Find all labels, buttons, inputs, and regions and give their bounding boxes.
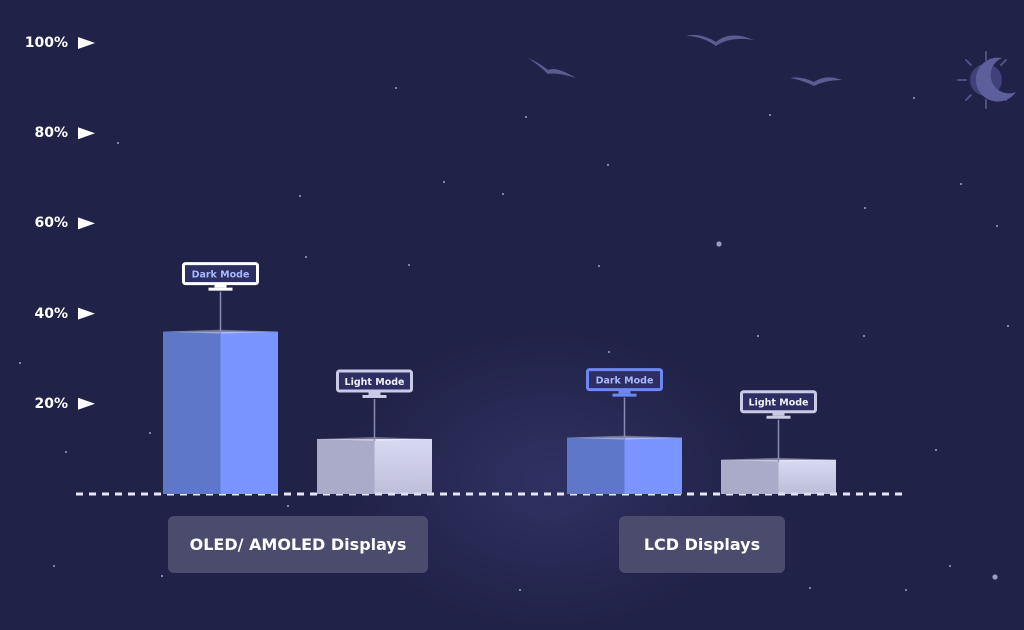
star-icon xyxy=(442,180,446,184)
bar-left-face xyxy=(567,437,625,494)
star-icon xyxy=(298,194,302,198)
star-icon xyxy=(597,264,601,268)
star-icon xyxy=(501,192,505,196)
monitor-icon: Light Mode xyxy=(740,390,817,419)
monitor-icon: Dark Mode xyxy=(182,262,259,291)
bar-right-face xyxy=(778,459,836,494)
monitor-label: Light Mode xyxy=(345,377,405,388)
category-label: LCD Displays xyxy=(619,516,785,573)
bird-icon xyxy=(686,34,754,46)
bar-right-face xyxy=(220,331,278,494)
star-icon xyxy=(768,113,772,117)
star-icon xyxy=(606,163,610,167)
bar-left-face xyxy=(163,331,221,494)
star-icon xyxy=(518,588,522,592)
star-icon xyxy=(862,334,866,338)
star-field xyxy=(18,86,1010,592)
star-icon xyxy=(64,450,68,454)
star-icon xyxy=(904,588,908,592)
bar-light-mode-0: Light Mode xyxy=(317,369,432,494)
bar-left-face xyxy=(317,438,375,494)
star-icon xyxy=(992,574,998,580)
decorations xyxy=(528,34,1016,109)
y-tick-label: 60% xyxy=(34,215,68,232)
y-tick-label: 100% xyxy=(24,35,68,51)
bar-right-face xyxy=(374,438,432,494)
star-icon xyxy=(52,564,56,568)
star-icon xyxy=(304,255,308,259)
y-tick-label: 80% xyxy=(34,125,68,142)
star-icon xyxy=(934,448,938,452)
bar-dark-mode-0: Dark Mode xyxy=(163,262,278,494)
moon-sun-icon xyxy=(957,51,1016,109)
bar-right-face xyxy=(624,437,682,494)
monitor-icon: Light Mode xyxy=(336,369,413,398)
category-label: OLED/ AMOLED Displays xyxy=(168,516,428,573)
bar-dark-mode-1: Dark Mode xyxy=(567,368,682,494)
star-icon xyxy=(160,574,164,578)
y-tick-label: 20% xyxy=(34,395,68,412)
monitor-label: Light Mode xyxy=(749,398,809,409)
y-tick-label: 40% xyxy=(34,305,68,322)
bar-light-mode-1: Light Mode xyxy=(721,390,836,494)
y-tick-marker xyxy=(78,37,95,49)
star-icon xyxy=(808,586,812,590)
star-icon xyxy=(394,86,398,90)
monitor-label: Dark Mode xyxy=(596,376,654,387)
y-tick-marker xyxy=(78,217,95,230)
star-icon xyxy=(912,96,916,100)
star-icon xyxy=(607,350,611,354)
bird-icon xyxy=(790,77,842,86)
star-icon xyxy=(756,334,760,338)
star-icon xyxy=(995,224,999,228)
star-icon xyxy=(959,182,963,186)
star-icon xyxy=(116,141,120,145)
y-tick-marker xyxy=(78,397,95,410)
star-icon xyxy=(1006,324,1010,328)
star-icon xyxy=(407,263,411,267)
star-icon xyxy=(716,241,722,247)
y-tick-marker xyxy=(78,127,95,140)
bird-icon xyxy=(528,58,576,78)
monitor-label: Dark Mode xyxy=(192,270,250,281)
star-icon xyxy=(18,361,22,365)
y-tick-marker xyxy=(78,307,95,320)
star-icon xyxy=(948,564,952,568)
monitor-icon: Dark Mode xyxy=(586,368,663,397)
y-axis-ticks xyxy=(78,37,95,410)
star-icon xyxy=(863,206,867,210)
bar-left-face xyxy=(721,459,779,494)
star-icon xyxy=(286,504,290,508)
star-icon xyxy=(148,431,152,435)
star-icon xyxy=(524,115,528,119)
